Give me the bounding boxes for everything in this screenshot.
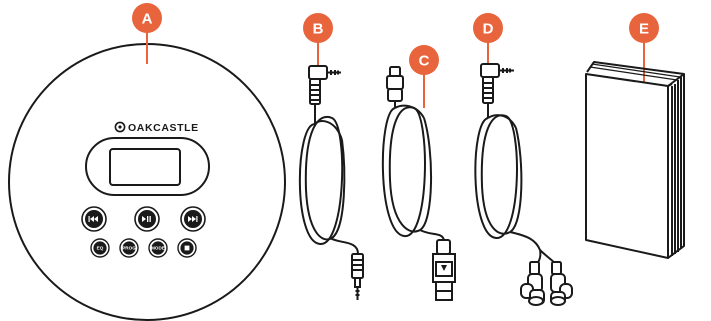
badge-b: B [303,13,333,43]
brand-logo: OAKCASTLE [114,121,199,134]
prog-button[interactable]: PROG [119,238,139,258]
cd-player: OAKCASTLE [8,28,286,321]
badge-c-label: C [419,53,430,70]
stop-icon [184,245,190,251]
badge-b-label: B [313,21,324,38]
prog-label: PROG [122,246,136,251]
badge-d: D [473,13,503,43]
badge-a-label: A [142,11,153,28]
earphones [474,38,573,306]
brand-logo-icon [114,121,126,133]
badge-e: E [629,13,659,43]
brand-name: OAKCASTLE [128,122,199,134]
skip-forward-icon [188,216,198,222]
badge-c: C [409,45,439,75]
badge-a: A [132,3,162,33]
booklet-cover [585,73,669,259]
manual-booklet [585,38,685,259]
skip-back-icon [88,216,98,222]
display-screen [109,148,181,186]
usb-cable [381,66,456,301]
next-button[interactable] [180,206,206,232]
play-pause-button[interactable] [134,206,160,232]
mode-label: MODE [151,246,165,251]
badge-e-label: E [639,21,649,38]
play-pause-icon [142,216,151,222]
badge-d-label: D [483,21,494,38]
stop-button[interactable] [177,238,197,258]
aux-cable [298,38,364,300]
mode-button[interactable]: MODE [148,238,168,258]
eq-button[interactable]: EQ [90,238,110,258]
eq-label: EQ [97,246,104,251]
prev-button[interactable] [81,206,107,232]
